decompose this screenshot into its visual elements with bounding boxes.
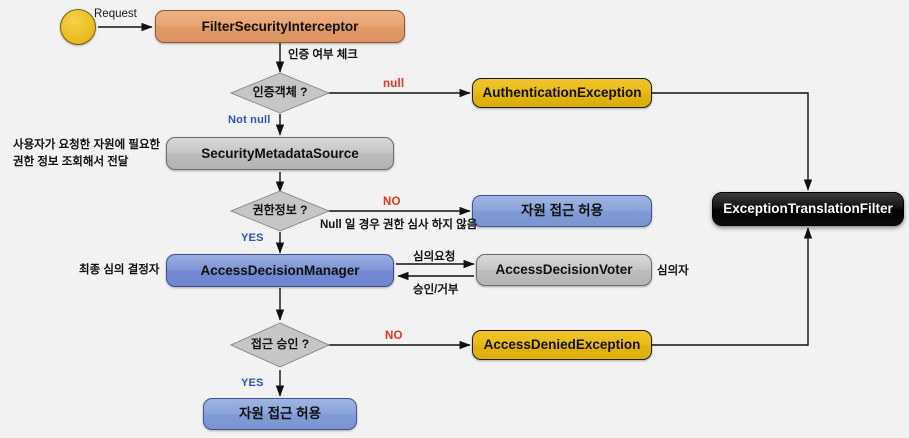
annotation-null-note: Null 일 경우 권한 심사 하지 않음: [320, 219, 478, 231]
node-security-metadata-source[interactable]: SecurityMetadataSource: [166, 137, 394, 170]
node-resource-allowed-bottom-label: 자원 접근 허용: [238, 406, 322, 422]
edge-label-request: Request: [94, 8, 137, 20]
node-access-denied-exception[interactable]: AccessDeniedException: [472, 330, 652, 360]
node-auth-object-decision-label: 인증객체 ?: [252, 85, 308, 100]
edge-label-null: null: [383, 78, 405, 90]
node-authority-info-decision[interactable]: 권한정보 ?: [230, 190, 330, 232]
node-authentication-exception-label: AuthenticationException: [482, 85, 642, 101]
edge-label-yes-access: YES: [241, 377, 264, 389]
edge-label-not-null: Not null: [228, 114, 271, 126]
node-filter-security-interceptor-label: FilterSecurityInterceptor: [201, 18, 359, 34]
diamond-shape: [230, 322, 330, 368]
node-access-granted-decision-label: 접근 승인 ?: [250, 337, 310, 352]
edge-label-yes-authority: YES: [241, 232, 264, 244]
node-authority-info-decision-label: 권한정보 ?: [252, 203, 308, 218]
edge-label-no-authority: NO: [383, 196, 401, 208]
node-resource-allowed-top-label: 자원 접근 허용: [520, 203, 604, 219]
edge-label-approve-reject: 승인/거부: [413, 284, 459, 296]
node-access-denied-exception-label: AccessDeniedException: [483, 337, 641, 353]
node-resource-allowed-bottom[interactable]: 자원 접근 허용: [203, 398, 357, 430]
node-access-granted-decision[interactable]: 접근 승인 ?: [230, 322, 330, 368]
diamond-shape: [230, 72, 330, 114]
node-authentication-exception[interactable]: AuthenticationException: [472, 78, 652, 108]
edge-label-review-request: 심의요청: [413, 251, 456, 263]
annotation-final-decider: 최종 심의 결정자: [79, 264, 160, 276]
edge-label-no-access: NO: [385, 330, 403, 342]
start-node[interactable]: [60, 9, 96, 45]
node-resource-allowed-top[interactable]: 자원 접근 허용: [472, 195, 652, 227]
diamond-shape: [230, 190, 330, 232]
node-auth-object-decision[interactable]: 인증객체 ?: [230, 72, 330, 114]
node-exception-translation-filter[interactable]: ExceptionTranslationFilter: [712, 192, 904, 226]
node-filter-security-interceptor[interactable]: FilterSecurityInterceptor: [155, 10, 405, 43]
edge-authexception-to-etf: [652, 92, 813, 191]
node-access-decision-manager-label: AccessDecisionManager: [200, 262, 360, 278]
edge-label-auth-check: 인증 여부 체크: [288, 49, 358, 61]
edge-denied-to-etf: [652, 227, 813, 346]
node-security-metadata-source-label: SecurityMetadataSource: [201, 145, 359, 161]
annotation-voter-role: 심의자: [657, 265, 689, 277]
node-access-decision-voter-label: AccessDecisionVoter: [495, 262, 633, 278]
node-access-decision-manager[interactable]: AccessDecisionManager: [166, 254, 394, 287]
annotation-metadata-note: 사용자가 요청한 자원에 필요한 권한 정보 조회해서 전달: [13, 139, 161, 168]
node-access-decision-voter[interactable]: AccessDecisionVoter: [476, 254, 652, 286]
node-exception-translation-filter-label: ExceptionTranslationFilter: [723, 201, 893, 217]
